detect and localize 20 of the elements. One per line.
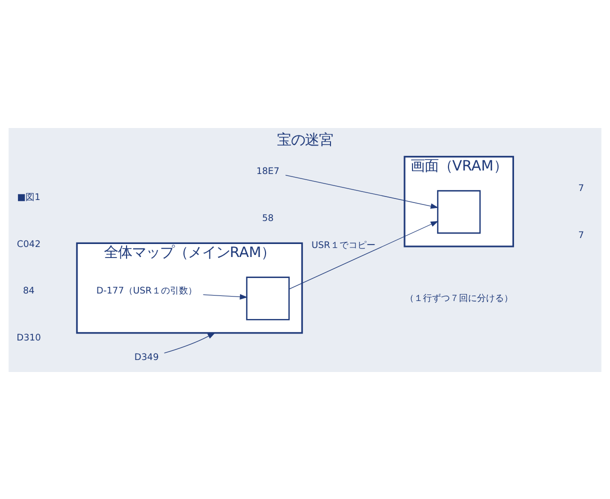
label: D310 (16, 333, 41, 344)
edge-label: USR１でコピー (312, 240, 376, 250)
arrow (288, 220, 438, 289)
arrow (164, 332, 216, 353)
label: C042 (16, 239, 41, 250)
node-box (246, 276, 290, 320)
node-text: 18E7 (256, 166, 280, 176)
label: （１行ずつ７回に分ける） (404, 293, 513, 304)
diagram-title: 宝の迷宮 (277, 132, 333, 148)
node-text: D349 (134, 352, 159, 363)
cluster: 画面（VRAM） (404, 155, 514, 247)
label: 84 (23, 286, 35, 296)
node-box (437, 190, 481, 234)
label: 7 (578, 230, 584, 240)
arrow (202, 294, 248, 300)
arrow (285, 174, 438, 208)
label: 7 (578, 183, 584, 194)
label: 58 (262, 213, 274, 224)
label: ■図1 (17, 192, 40, 203)
node-text: D-177（USR１の引数） (96, 286, 197, 296)
